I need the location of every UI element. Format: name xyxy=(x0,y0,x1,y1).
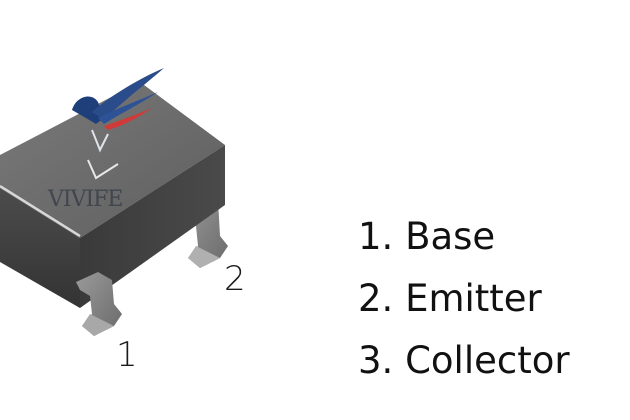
body-front xyxy=(0,188,80,308)
pin-label-2: 2 xyxy=(224,259,246,299)
legend-item-base: 1. Base xyxy=(358,215,496,258)
pin-label-1: 1 xyxy=(116,335,138,375)
svg-text:VIVIFE: VIVIFE xyxy=(47,187,122,212)
body-side xyxy=(80,145,225,308)
pinout-legend: 1. Base 2. Emitter 3. Collector xyxy=(358,212,570,398)
legend-item-emitter: 2. Emitter xyxy=(358,277,542,320)
body-top xyxy=(0,82,225,238)
legend-item-collector: 3. Collector xyxy=(358,339,570,382)
component-illustration: VIVIFE 2 1 xyxy=(0,68,246,375)
pin-1 xyxy=(76,272,122,336)
brand-logo: VIVIFE xyxy=(47,68,164,212)
sot23-package-icon: VIVIFE xyxy=(0,68,228,336)
